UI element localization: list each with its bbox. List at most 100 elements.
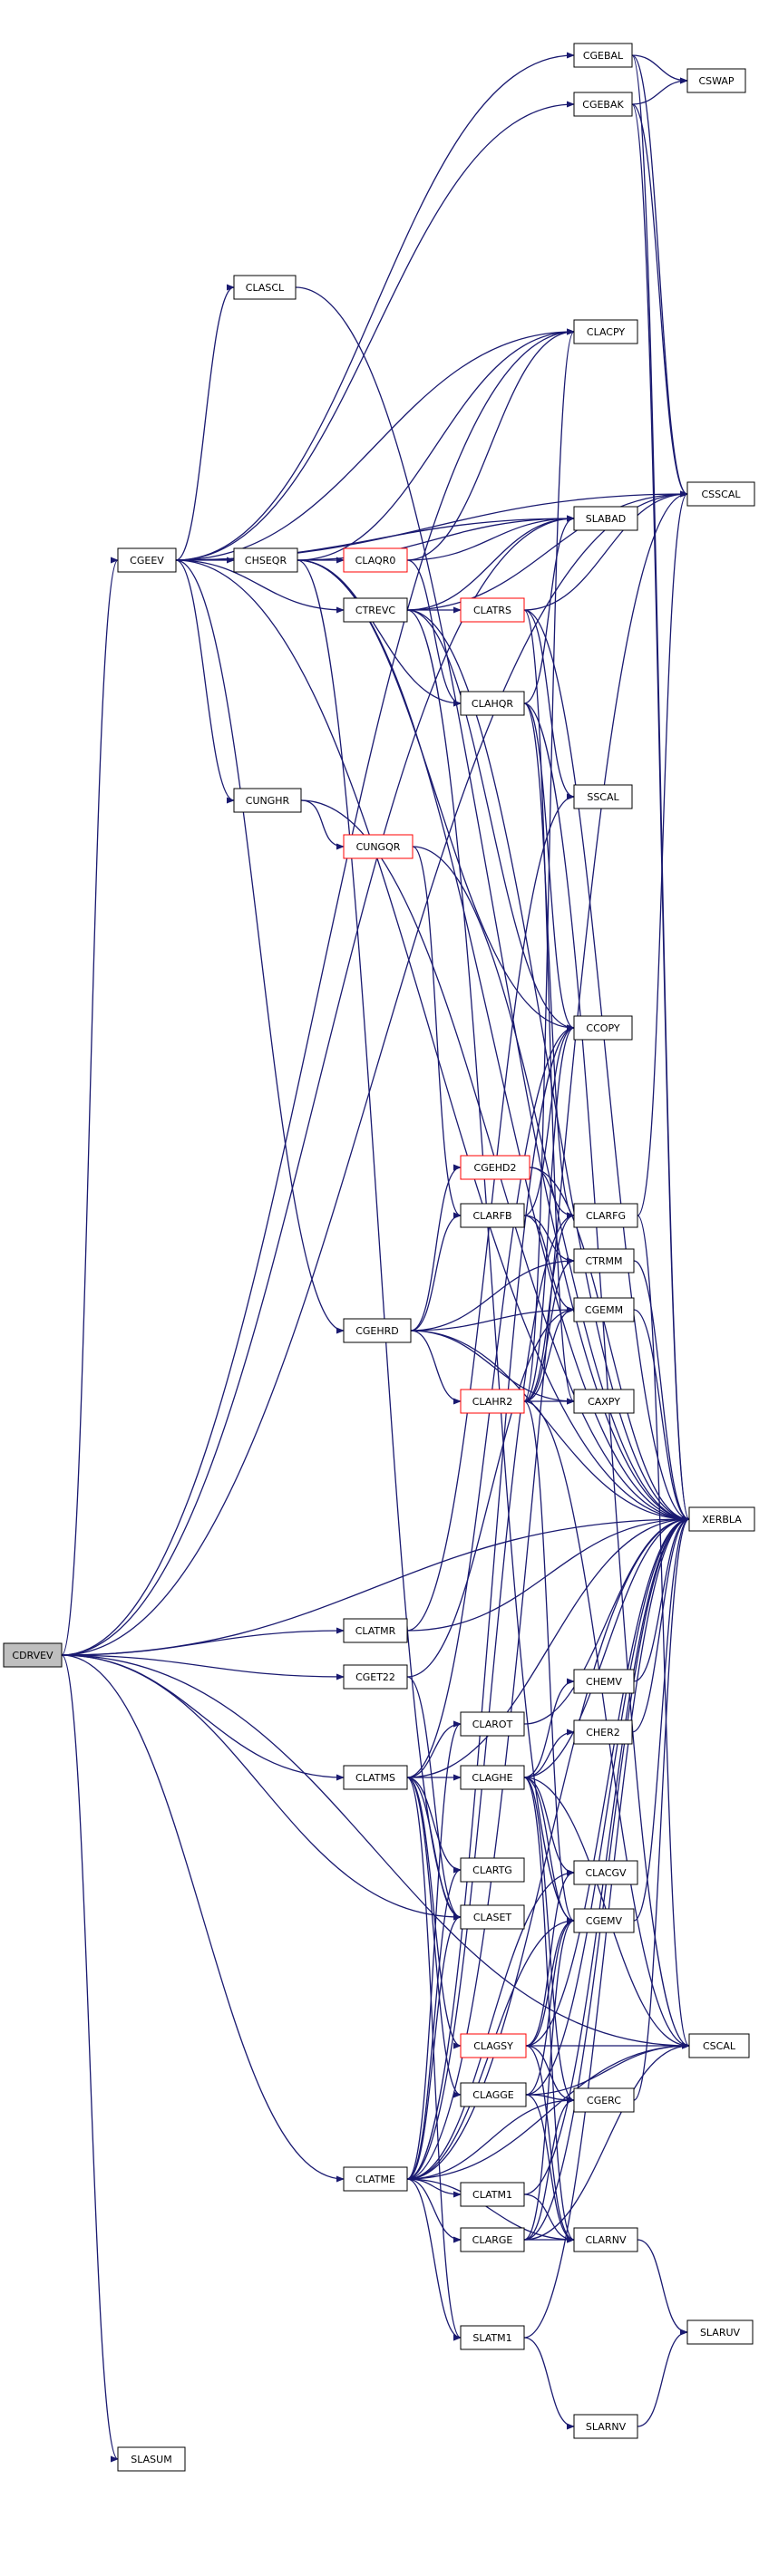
edge-clahr2-to-cgemv [523, 1400, 575, 1924]
edge-clatme-to-clarnv [406, 2178, 575, 2243]
node-label-cgebak: CGEBAK [582, 99, 624, 111]
node-claset[interactable]: CLASET [460, 1904, 525, 1930]
edge-clagge-to-cgemv [525, 1917, 575, 2096]
node-label-clatme: CLATME [355, 2174, 395, 2185]
node-slabad[interactable]: SLABAD [573, 506, 638, 531]
node-box-slabad [573, 506, 638, 531]
node-clatrs[interactable]: CLATRS [460, 597, 525, 623]
edge-cdrvev-to-clatmr [61, 1627, 345, 1656]
node-ctrmm[interactable]: CTRMM [573, 1248, 635, 1273]
node-box-clagge [460, 2082, 527, 2107]
edge-cgeev-to-cgebal [175, 52, 575, 561]
node-cgehrd[interactable]: CGEHRD [343, 1318, 412, 1343]
node-slaruv[interactable]: SLARUV [686, 2319, 754, 2345]
edge-clarnv-to-slaruv [637, 2239, 688, 2336]
node-label-clarge: CLARGE [472, 2234, 513, 2246]
edge-clatme-to-claset [406, 1913, 462, 2180]
edge-clatms-to-xerbla [406, 1516, 690, 1778]
node-clartg[interactable]: CLARTG [460, 1857, 525, 1883]
edge-cunghr-to-cungqr [300, 799, 345, 850]
function-nodes: CDRVEV CGEEV CGEBAL CSWAP CGEBAK CLASCL CLACPY… [3, 43, 755, 2472]
node-label-clatms: CLATMS [355, 1772, 395, 1784]
node-clatms[interactable]: CLATMS [343, 1765, 408, 1790]
node-label-cscal: CSCAL [703, 2040, 736, 2052]
node-label-clatm1: CLATM1 [472, 2189, 512, 2201]
edge-cget22-to-cgemm [406, 1306, 575, 1678]
node-label-clacpy: CLACPY [587, 326, 625, 338]
node-clarnv[interactable]: CLARNV [573, 2227, 638, 2252]
node-box-chemv [573, 1669, 635, 1694]
node-cdrvev[interactable]: CDRVEV [3, 1642, 63, 1668]
node-box-cgebak [573, 92, 633, 117]
node-box-xerbla [688, 1506, 755, 1532]
node-label-cdrvev: CDRVEV [12, 1650, 54, 1661]
node-clatme[interactable]: CLATME [343, 2166, 408, 2192]
node-clahqr[interactable]: CLAHQR [460, 691, 525, 716]
node-label-clarfg: CLARFG [586, 1210, 626, 1222]
node-slasum[interactable]: SLASUM [117, 2446, 186, 2472]
node-clarfb[interactable]: CLARFB [460, 1203, 525, 1228]
node-cunghr[interactable]: CUNGHR [233, 788, 302, 813]
node-cgehd2[interactable]: CGEHD2 [460, 1155, 530, 1180]
node-box-sscal [573, 784, 633, 809]
node-box-claqr0 [343, 547, 408, 573]
node-sscal[interactable]: SSCAL [573, 784, 633, 809]
node-label-cgerc: CGERC [587, 2095, 621, 2106]
node-clatm1[interactable]: CLATM1 [460, 2182, 525, 2207]
node-cgemm[interactable]: CGEMM [573, 1297, 635, 1322]
node-ccopy[interactable]: CCOPY [573, 1015, 633, 1041]
node-label-slarnv: SLARNV [586, 2421, 627, 2433]
node-clacgv[interactable]: CLACGV [573, 1860, 638, 1885]
node-clahr2[interactable]: CLAHR2 [460, 1389, 525, 1414]
node-label-clarot: CLAROT [472, 1719, 513, 1730]
node-cgerc[interactable]: CGERC [573, 2087, 635, 2113]
node-clacpy[interactable]: CLACPY [573, 319, 638, 344]
edge-cgeev-to-cgebak [175, 101, 575, 561]
node-cget22[interactable]: CGET22 [343, 1664, 408, 1690]
node-cgeev[interactable]: CGEEV [117, 547, 177, 573]
edge-clahr2-to-clacpy [523, 328, 575, 1402]
node-cscal[interactable]: CSCAL [688, 2033, 750, 2058]
node-cungqr[interactable]: CUNGQR [343, 834, 414, 859]
edge-cungqr-to-clarfb [412, 846, 462, 1219]
node-claghe[interactable]: CLAGHE [460, 1765, 525, 1790]
node-clagsy[interactable]: CLAGSY [460, 2033, 527, 2058]
node-cgemv[interactable]: CGEMV [573, 1908, 635, 1933]
node-clagge[interactable]: CLAGGE [460, 2082, 527, 2107]
edge-slatm1-to-slarnv [523, 2337, 575, 2430]
node-chemv[interactable]: CHEMV [573, 1669, 635, 1694]
edge-cdrvev-to-cscal [61, 1654, 690, 2049]
node-label-clagge: CLAGGE [472, 2089, 513, 2101]
edge-clatrs-to-sscal [523, 609, 575, 800]
node-label-clatmr: CLATMR [355, 1625, 396, 1637]
node-csscal[interactable]: CSSCAL [686, 481, 755, 507]
node-caxpy[interactable]: CAXPY [573, 1389, 635, 1414]
node-clarot[interactable]: CLAROT [460, 1711, 525, 1737]
node-clatmr[interactable]: CLATMR [343, 1618, 408, 1643]
edge-cgebak-to-xerbla [631, 103, 690, 1523]
node-label-clatrs: CLATRS [473, 605, 511, 616]
node-ctrevc[interactable]: CTREVC [343, 597, 408, 623]
node-xerbla[interactable]: XERBLA [688, 1506, 755, 1532]
node-claqr0[interactable]: CLAQR0 [343, 547, 408, 573]
edge-clatme-to-xerbla [406, 1516, 690, 2180]
edge-cdrvev-to-slasum [61, 1654, 119, 2463]
edge-clahr2-to-cgemm [523, 1306, 575, 1402]
node-cswap[interactable]: CSWAP [686, 68, 746, 93]
node-box-clatmr [343, 1618, 408, 1643]
node-clarfg[interactable]: CLARFG [573, 1203, 638, 1228]
node-label-claghe: CLAGHE [472, 1772, 512, 1784]
edge-claghe-to-cgerc [523, 1777, 575, 2104]
node-cgebal[interactable]: CGEBAL [573, 43, 633, 68]
node-clascl[interactable]: CLASCL [233, 275, 297, 300]
node-cher2[interactable]: CHER2 [573, 1719, 633, 1745]
node-box-clatme [343, 2166, 408, 2192]
node-label-clascl: CLASCL [246, 282, 285, 294]
node-slarnv[interactable]: SLARNV [573, 2414, 638, 2439]
node-slatm1[interactable]: SLATM1 [460, 2325, 525, 2350]
node-cgebak[interactable]: CGEBAK [573, 92, 633, 117]
node-chseqr[interactable]: CHSEQR [233, 547, 298, 573]
edge-cgeev-to-clascl [175, 284, 235, 561]
node-clarge[interactable]: CLARGE [460, 2227, 525, 2252]
edge-cdrvev-to-cgeev [61, 557, 119, 1656]
